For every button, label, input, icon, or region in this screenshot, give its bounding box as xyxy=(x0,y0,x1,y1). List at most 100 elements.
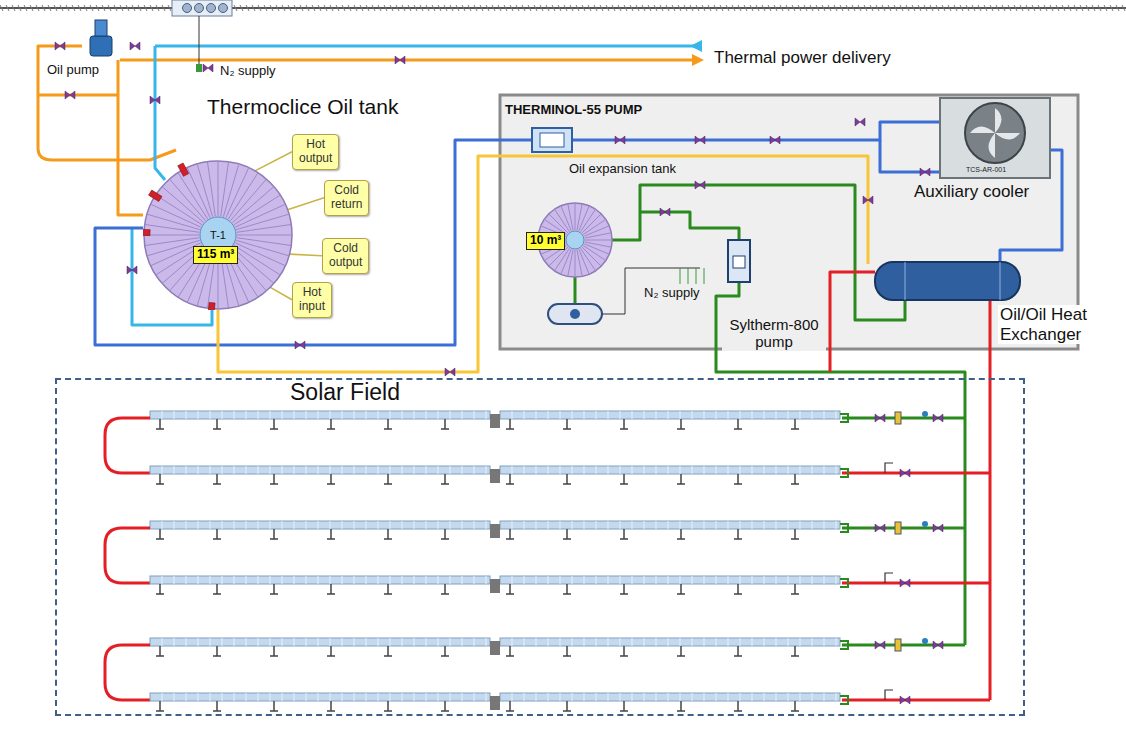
tank-rib xyxy=(577,204,582,230)
mirror-seam xyxy=(210,576,211,584)
mirror-seam xyxy=(764,466,765,474)
pipe xyxy=(105,645,150,700)
rail-tick xyxy=(396,5,399,11)
mirror-seam xyxy=(512,466,513,474)
tank-rib xyxy=(585,233,611,238)
mirror-seam xyxy=(426,693,427,701)
collector-stand xyxy=(327,419,335,429)
arrow-head xyxy=(690,40,702,52)
collector-stand xyxy=(620,584,628,594)
rail-tick xyxy=(288,5,291,11)
collector-stand xyxy=(213,584,221,594)
mirror-seam xyxy=(536,411,537,419)
rail-tick xyxy=(1098,5,1101,11)
mirror-seam xyxy=(378,638,379,646)
rail-tick xyxy=(780,5,783,11)
rail-tick xyxy=(108,5,111,11)
mirror-seam xyxy=(740,576,741,584)
valve-symbol xyxy=(150,96,160,104)
mirror-seam xyxy=(764,693,765,701)
mirror-seam xyxy=(680,466,681,474)
mirror-seam xyxy=(752,638,753,646)
pipe xyxy=(155,45,700,48)
shell-seam xyxy=(905,262,906,300)
mirror-seam xyxy=(426,521,427,529)
mirror-seam xyxy=(402,693,403,701)
mirror-seam xyxy=(524,576,525,584)
mirror-seam xyxy=(282,411,283,419)
rail-tick xyxy=(258,5,261,11)
rail-tick xyxy=(696,5,699,11)
rail-tick xyxy=(1044,5,1047,11)
mirror-seam xyxy=(438,411,439,419)
mirror-seam xyxy=(548,466,549,474)
rail-tick xyxy=(486,5,489,11)
mirror-seam xyxy=(740,638,741,646)
rail-tick xyxy=(240,5,243,11)
mirror-seam xyxy=(584,576,585,584)
rail-tick xyxy=(342,5,345,11)
rail-tick xyxy=(762,5,765,11)
callout-text: Cold return xyxy=(331,183,362,211)
flex-hose xyxy=(840,641,848,649)
pump-core xyxy=(733,256,745,268)
leader-line xyxy=(255,152,292,171)
rail-tick xyxy=(324,5,327,11)
valve-symbol xyxy=(875,641,885,649)
mirror-seam xyxy=(644,638,645,646)
mirror-seam xyxy=(656,693,657,701)
rail-tick xyxy=(132,5,135,11)
collector-trough xyxy=(500,466,840,474)
collector-stand xyxy=(506,419,514,429)
collector-grid xyxy=(172,0,232,16)
valve-symbol xyxy=(900,469,910,477)
mirror-seam xyxy=(764,638,765,646)
mirror-seam xyxy=(378,411,379,419)
mirror-seam xyxy=(812,466,813,474)
rail-tick xyxy=(996,5,999,11)
collector-stand xyxy=(156,529,164,539)
rail-tick xyxy=(1014,5,1017,11)
rail-tick xyxy=(462,5,465,11)
mirror-seam xyxy=(414,693,415,701)
mirror-seam xyxy=(390,411,391,419)
mirror-seam xyxy=(776,466,777,474)
pipe xyxy=(95,140,532,345)
rail-tick xyxy=(684,5,687,11)
mirror-seam xyxy=(450,693,451,701)
rail-tick xyxy=(588,5,591,11)
rail-tick xyxy=(972,5,975,11)
mirror-seam xyxy=(390,466,391,474)
mirror-seam xyxy=(512,693,513,701)
mirror-seam xyxy=(162,638,163,646)
volume-tag: 115 m³ xyxy=(193,246,238,264)
rail-tick xyxy=(840,5,843,11)
equipment-label: Auxiliary cooler xyxy=(912,182,1031,202)
mirror-seam xyxy=(222,466,223,474)
mirror-seam xyxy=(222,638,223,646)
rail-tick xyxy=(318,5,321,11)
mirror-seam xyxy=(258,411,259,419)
mirror-seam xyxy=(668,576,669,584)
collector-stand xyxy=(791,474,799,484)
mirror-seam xyxy=(548,411,549,419)
mirror-seam xyxy=(258,466,259,474)
mirror-seam xyxy=(716,521,717,529)
mirror-seam xyxy=(536,521,537,529)
exchanger-shell xyxy=(875,262,1020,300)
pipe xyxy=(155,46,165,180)
mirror-seam xyxy=(704,521,705,529)
flex-hose xyxy=(840,696,848,704)
mirror-seam xyxy=(306,638,307,646)
mirror-seam xyxy=(162,521,163,529)
tank-rib xyxy=(145,238,199,246)
rail-tick xyxy=(936,5,939,11)
mirror-seam xyxy=(402,576,403,584)
rail-tick xyxy=(942,5,945,11)
rail-tick xyxy=(504,5,507,11)
mirror-seam xyxy=(426,466,427,474)
mirror-seam xyxy=(692,411,693,419)
mirror-seam xyxy=(318,638,319,646)
mirror-seam xyxy=(450,466,451,474)
